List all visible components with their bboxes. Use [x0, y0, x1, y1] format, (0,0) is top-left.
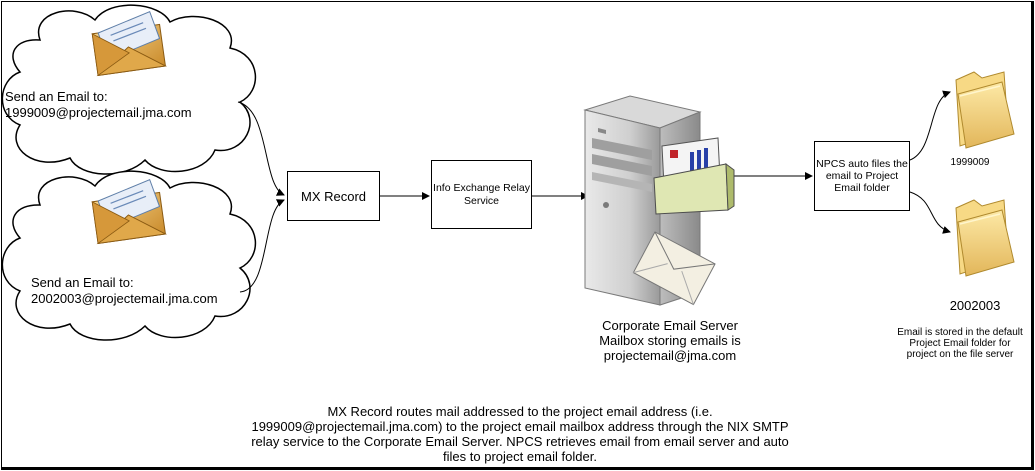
cloud-2-line1: Send an Email to:: [31, 275, 134, 290]
cloud-1-line1: Send an Email to:: [5, 89, 108, 104]
folder-1-label: 1999009: [950, 157, 990, 168]
mx-record-label: MX Record: [300, 188, 367, 204]
relay-service-box: Info Exchange Relay Service: [431, 160, 532, 229]
cloud-icon: [1, 4, 256, 175]
npcs-label: NPCS auto files the email to Project Ema…: [816, 158, 908, 194]
cloud-2-text: Send an Email to: 2002003@projectemail.j…: [31, 275, 218, 307]
server-caption: Corporate Email Server Mailbox storing e…: [570, 318, 770, 363]
server-caption-line2: Mailbox storing emails is: [599, 333, 741, 348]
mx-record-box: MX Record: [287, 171, 380, 221]
cloud-1-address: 1999009@projectemail.jma.com: [5, 105, 192, 120]
folder-icon: [955, 71, 1015, 149]
storage-note: Email is stored in the default Project E…: [897, 327, 1023, 360]
arrow-icon: [909, 191, 951, 234]
folder-icon: [955, 199, 1015, 277]
folder-2-label: 2002003: [949, 298, 1001, 313]
arrow-icon: [239, 199, 285, 293]
relay-service-label: Info Exchange Relay Service: [433, 181, 530, 207]
cloud-1-text: Send an Email to: 1999009@projectemail.j…: [5, 89, 192, 121]
arrow-icon: [909, 90, 951, 161]
envelope-icon: [91, 178, 168, 245]
footer-note: MX Record routes mail addressed to the p…: [251, 404, 789, 464]
server-caption-line3: projectemail@jma.com: [603, 348, 737, 363]
mailbox-icon: [653, 137, 735, 215]
npcs-box: NPCS auto files the email to Project Ema…: [814, 141, 910, 211]
cloud-icon: [1, 170, 256, 341]
envelope-icon: [91, 10, 168, 77]
arrow-icon: [237, 101, 285, 196]
server-caption-line1: Corporate Email Server: [602, 318, 738, 333]
cloud-2-address: 2002003@projectemail.jma.com: [31, 291, 218, 306]
envelope-icon: [632, 231, 716, 306]
